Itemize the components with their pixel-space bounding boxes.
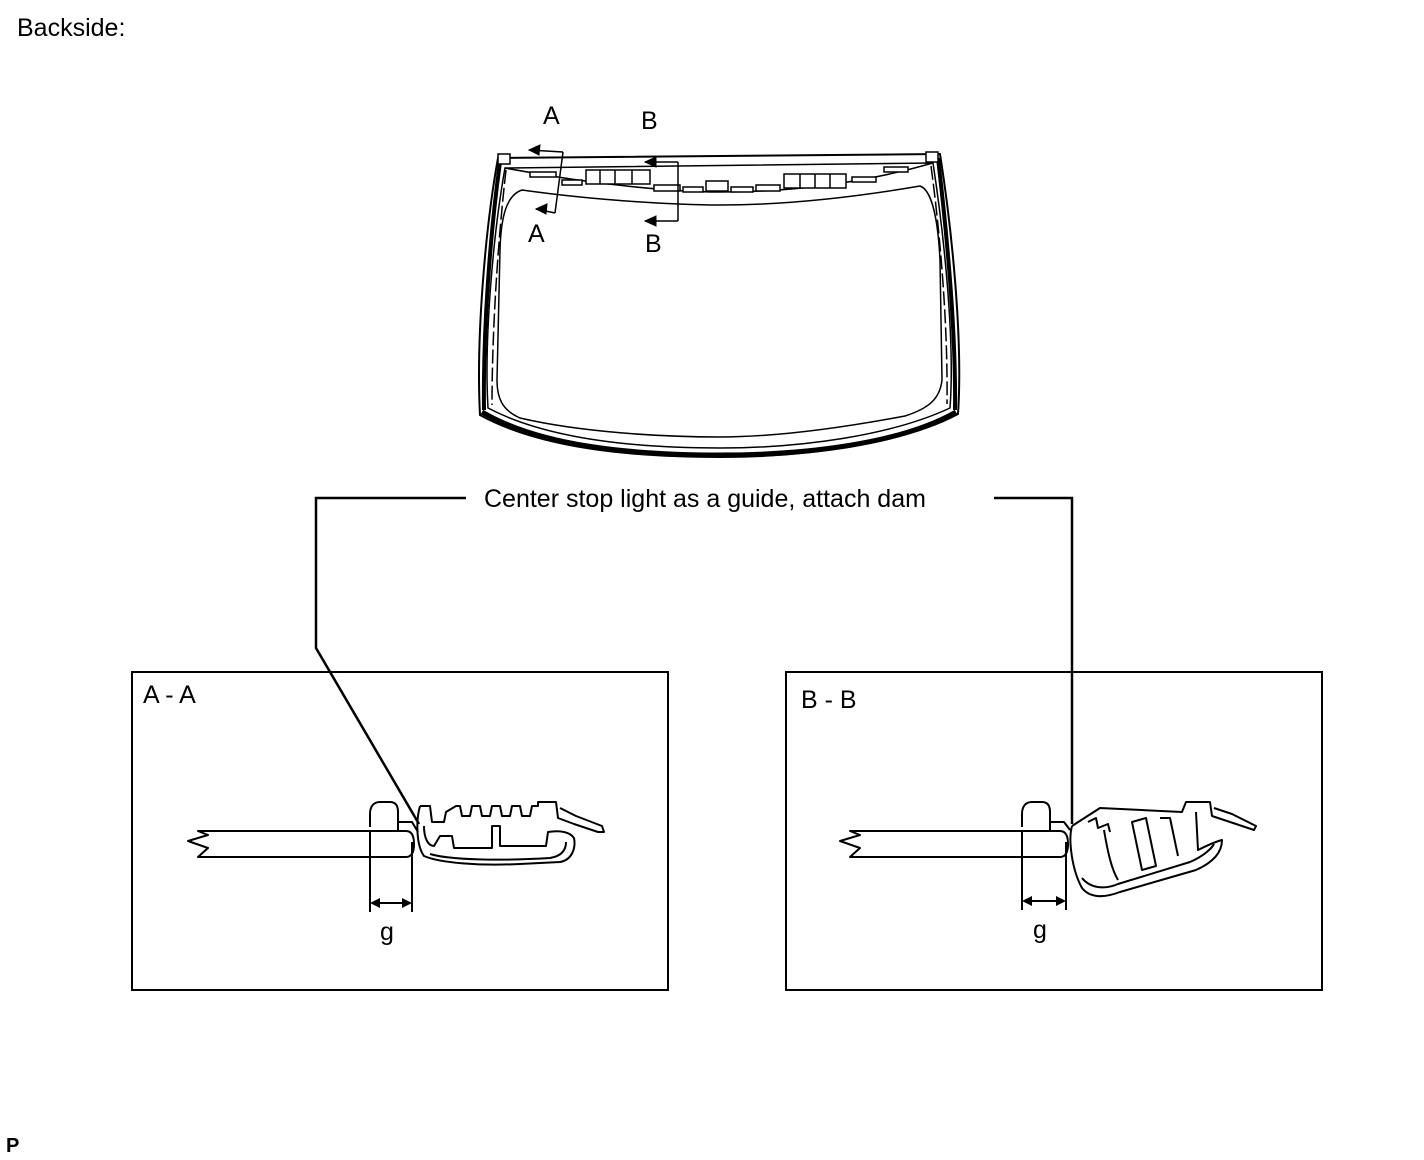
arrow-icon [643, 215, 657, 227]
windshield-top-clips [497, 151, 939, 193]
dimension-arrow-icon [370, 898, 380, 908]
section-a-top-label: A [543, 102, 560, 130]
corner-mark: P [6, 1135, 19, 1157]
section-b-panel [785, 671, 1323, 991]
section-a-panel [131, 671, 669, 991]
section-b-bottom-label: B [645, 230, 662, 258]
section-line-a [527, 144, 564, 215]
arrow-icon [527, 144, 541, 156]
section-b-top-label: B [641, 107, 658, 135]
page-heading: Backside: [17, 14, 125, 42]
section-a-bottom-label: A [528, 220, 545, 248]
section-a-drawing [187, 801, 605, 912]
dimension-arrow-icon [1022, 896, 1032, 906]
callout-text: Center stop light as a guide, attach dam [484, 485, 926, 513]
section-a-gap-label: g [380, 918, 394, 946]
section-b-gap-label: g [1033, 916, 1047, 944]
callout-leader-lines [314, 496, 1074, 825]
arrow-icon [643, 156, 657, 168]
dimension-arrow-icon [1056, 896, 1066, 906]
section-line-b [643, 156, 679, 227]
windshield-overview [478, 152, 961, 459]
arrow-icon [534, 203, 548, 215]
dimension-arrow-icon [402, 898, 412, 908]
section-b-title: B - B [801, 686, 857, 714]
section-b-drawing [839, 801, 1257, 910]
section-a-title: A - A [143, 681, 196, 709]
